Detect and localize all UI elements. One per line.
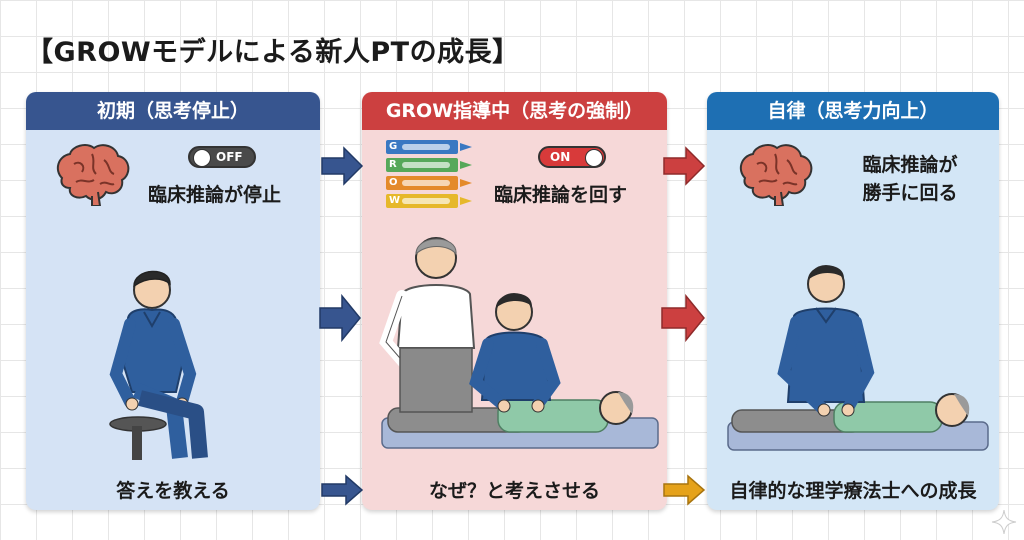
- caption-teach-answer: 答えを教える: [116, 480, 230, 502]
- status-reasoning-autonomous-line2: 勝手に回る: [862, 182, 958, 204]
- panel-initial-header: 初期（思考停止）: [26, 92, 320, 130]
- page-title: 【GROWモデルによる新人PTの成長】: [26, 37, 520, 68]
- panel-grow-header: GROW指導中（思考の強制）: [362, 92, 667, 130]
- caption-ask-why: なぜ？と考えさせる: [428, 480, 600, 502]
- brain-icon: [56, 144, 130, 206]
- novice-pt-seated-illustration: [109, 270, 208, 460]
- status-reasoning-stopped: 臨床推論が停止: [148, 184, 282, 206]
- grow-step-will: W: [386, 194, 472, 208]
- mentor-and-novice-treating-patient-illustration: [379, 237, 659, 449]
- grow-steps-list: G R O W: [386, 140, 476, 212]
- grow-step-options: O: [386, 176, 472, 190]
- on-toggle-label: ON: [550, 150, 571, 164]
- status-reasoning-autonomous-line1: 臨床推論が: [862, 154, 958, 176]
- status-reasoning-running: 臨床推論を回す: [494, 184, 628, 206]
- arrow-right-icon: [663, 146, 706, 186]
- arrow-right-icon: [321, 146, 364, 186]
- arrow-right-icon: [661, 293, 705, 343]
- autonomous-pt-treating-patient-illustration: [727, 265, 989, 451]
- sparkle-icon: [991, 509, 1017, 535]
- caption-autonomous-growth: 自律的な理学療法士への成長: [729, 480, 977, 502]
- grow-step-reality: R: [386, 158, 472, 172]
- off-toggle-label: OFF: [216, 150, 243, 164]
- grow-step-goal: G: [386, 140, 472, 154]
- panel-autonomy-header: 自律（思考力向上）: [707, 92, 999, 130]
- arrow-right-icon: [321, 474, 364, 506]
- on-toggle: ON: [538, 146, 606, 168]
- toggle-knob: [585, 149, 603, 167]
- brain-icon: [739, 144, 813, 206]
- toggle-knob: [193, 149, 211, 167]
- off-toggle: OFF: [188, 146, 256, 168]
- arrow-right-icon: [663, 474, 706, 506]
- arrow-right-icon: [319, 293, 361, 343]
